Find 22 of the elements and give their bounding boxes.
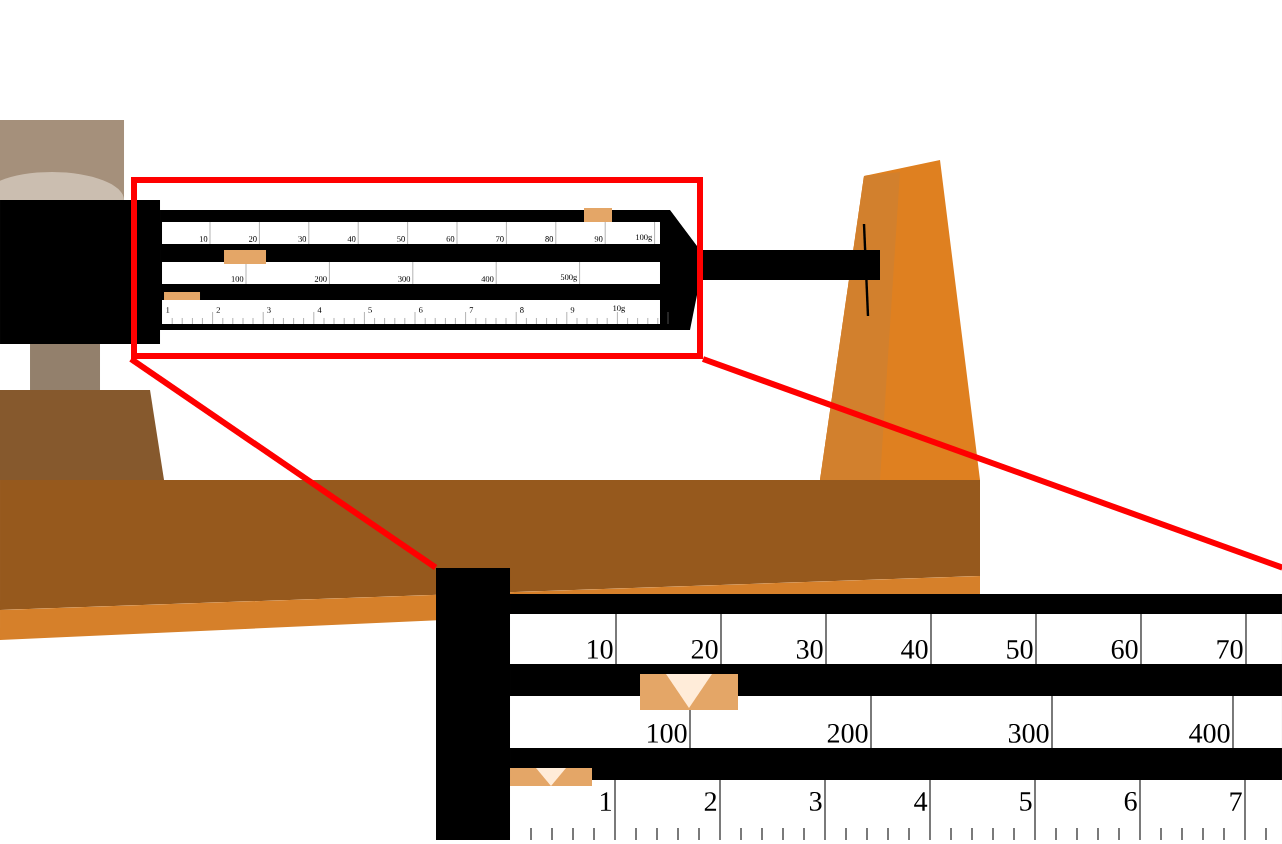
scale-number: 100 xyxy=(648,723,687,743)
scale-number: 4 xyxy=(914,792,928,811)
scale-number: 300 xyxy=(1008,723,1049,743)
scale-number: 30 xyxy=(796,639,823,659)
scale-number: 10 xyxy=(588,639,613,659)
scale-number: 20 xyxy=(691,639,718,659)
scale-number: 2 xyxy=(704,792,717,811)
scale-number: 5 xyxy=(1020,792,1032,811)
scale-number: 40 xyxy=(901,639,928,659)
scale-number: 1 xyxy=(601,792,611,811)
connector-line xyxy=(702,356,1282,571)
scale-number: 7 xyxy=(1230,792,1242,811)
highlight-frame xyxy=(131,177,703,359)
scale-number: 50 xyxy=(1007,639,1033,659)
scale-number: 3 xyxy=(809,791,822,811)
scale-number: 70 xyxy=(1217,639,1243,659)
scale-number: 60 xyxy=(1111,639,1138,659)
beam-closeup-drawing xyxy=(436,568,1282,841)
scale-number: 400 xyxy=(1189,723,1230,743)
connector-line xyxy=(129,356,438,571)
scale-number: 200 xyxy=(827,723,868,743)
scale-number: 6 xyxy=(1124,791,1137,811)
